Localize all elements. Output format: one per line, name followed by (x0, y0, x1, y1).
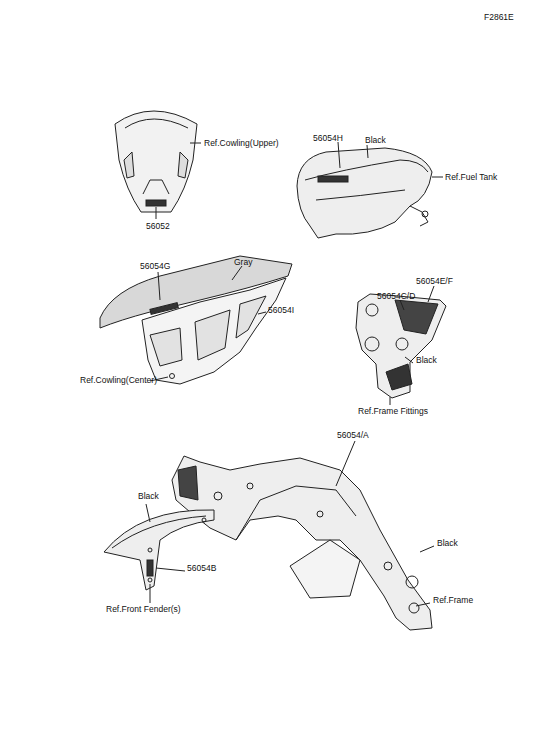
part-label: Gray (234, 257, 252, 267)
part-label: Ref.Fuel Tank (445, 172, 497, 182)
part-label: Black (138, 491, 159, 501)
center-cowling (100, 256, 292, 384)
part-label: 56054G (140, 261, 170, 271)
part-label: Ref.Cowling(Center) (80, 375, 157, 385)
frame-fittings (356, 286, 446, 405)
part-label: Ref.Frame Fittings (358, 406, 428, 416)
part-label: Ref.Cowling(Upper) (204, 138, 279, 148)
main-frame (172, 441, 434, 630)
part-label: 56054/A (337, 430, 369, 440)
part-label: Ref.Frame (433, 595, 473, 605)
upper-cowling (115, 111, 201, 219)
part-label: Black (416, 355, 437, 365)
part-label: 56054I (268, 305, 294, 315)
part-label: F2861E (484, 12, 514, 22)
part-label: Ref.Front Fender(s) (106, 604, 181, 614)
part-label: Black (437, 538, 458, 548)
part-label: 56052 (146, 221, 170, 231)
part-label: 56054B (187, 563, 216, 573)
part-label: 56054E/F (416, 276, 453, 286)
fuel-tank (297, 142, 443, 238)
part-label: 56054H (313, 133, 343, 143)
front-fender (104, 504, 214, 603)
part-label: 56054C/D (377, 291, 415, 301)
part-label: Black (365, 135, 386, 145)
